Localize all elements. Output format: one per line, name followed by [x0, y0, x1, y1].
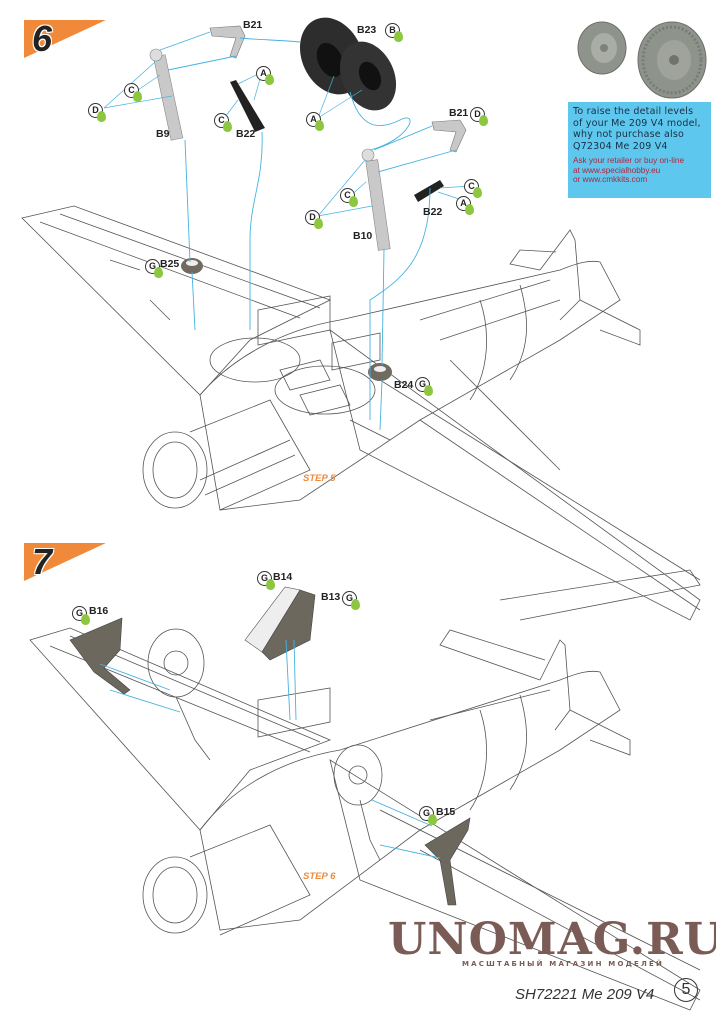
glue-drop-icon [266, 579, 275, 590]
guide-lines [99, 31, 457, 859]
upgrade-ad-box: To raise the detail levels of your Me 20… [568, 102, 711, 198]
glue-drop-icon [473, 187, 482, 198]
part-label-b21-right: B21 [449, 107, 469, 119]
part-label-b21-left: B21 [243, 19, 263, 31]
part-label-b25: B25 [160, 258, 180, 270]
left-wing-outline-step7 [29, 627, 332, 831]
watermark-subtitle: МАСШТАБНЫЙ МАГАЗИН МОДЕЛЕЙ [462, 960, 665, 968]
callout-g: G [72, 606, 94, 632]
ad-retail-line: Ask your retailer or buy on-line [573, 156, 685, 166]
step-flag-shape [24, 20, 106, 58]
part-b21-left [209, 25, 246, 59]
part-label-b22-right: B22 [423, 206, 443, 218]
glue-drop-icon [424, 385, 433, 396]
part-b21-right [431, 119, 467, 153]
part-b13 [261, 589, 316, 661]
paint-code: G [415, 377, 430, 392]
callout-a: A [306, 112, 328, 138]
glue-drop-icon [314, 218, 323, 229]
step-7-badge: 7 [24, 541, 124, 585]
callout-d: D [305, 210, 327, 236]
callout-d: D [88, 103, 110, 129]
step-number: 6 [32, 18, 53, 59]
right-wing-outline-step7 [329, 759, 701, 1011]
callout-g: G [415, 377, 437, 403]
glue-drop-icon [223, 121, 232, 132]
ad-main-text: To raise the detail levels of your Me 20… [573, 106, 701, 152]
fuselage-outline [199, 260, 621, 511]
glue-drop-icon [349, 196, 358, 207]
parts-step6 [149, 17, 467, 381]
glue-drop-icon [315, 120, 324, 131]
glue-drop-icon [394, 31, 403, 42]
part-b22-left [230, 80, 265, 132]
glue-drop-icon [465, 204, 474, 215]
part-label-b10: B10 [353, 230, 373, 242]
callout-c: C [464, 179, 486, 205]
engine-intake-step7 [142, 856, 208, 934]
callout-d: D [470, 107, 492, 133]
part-label-b16: B16 [89, 605, 109, 617]
part-b16 [69, 617, 131, 695]
step-caption: STEP 6 [303, 871, 336, 882]
callout-g: G [257, 571, 279, 597]
resin-wheels-image [577, 21, 707, 99]
watermark-title: UNOMAG.RU [388, 914, 716, 965]
ad-link-specialhobby[interactable]: at www.specialhobby.eu [573, 165, 661, 175]
callout-g: G [342, 591, 364, 617]
parts-step7 [69, 586, 471, 906]
callout-a: A [256, 66, 278, 92]
part-label-b9: B9 [156, 128, 170, 140]
callout-b: B [385, 23, 407, 49]
callout-g: G [145, 259, 167, 285]
glue-drop-icon [81, 614, 90, 625]
callout-c: C [124, 83, 146, 109]
tail-fin-step7 [539, 639, 571, 731]
step-flag-shape [24, 543, 106, 581]
step-6-badge: 6 [24, 18, 124, 62]
callout-g: G [419, 806, 441, 832]
step-number: 7 [32, 541, 53, 582]
glue-drop-icon [133, 91, 142, 102]
part-label-b22-left: B22 [236, 128, 256, 140]
fuselage-outline-step7 [199, 670, 621, 931]
kit-code: SH72221 Me 209 V4 [515, 986, 655, 1003]
tail-fin [539, 229, 581, 321]
ad-retail-text: Ask your retailer or buy on-line at www.… [573, 156, 706, 184]
ad-link-cmkkits[interactable]: or www.cmkkits.com [573, 175, 648, 185]
step-caption: STEP 5 [303, 473, 336, 484]
glue-drop-icon [479, 115, 488, 126]
part-label-b15: B15 [436, 806, 456, 818]
part-label-b14: B14 [273, 571, 293, 583]
callout-c: C [214, 113, 236, 139]
glue-drop-icon [265, 74, 274, 85]
right-wing-outline [329, 329, 701, 621]
glue-drop-icon [154, 267, 163, 278]
callout-a: A [456, 196, 478, 222]
part-b22-right [414, 180, 444, 202]
part-b15 [424, 817, 471, 906]
part-b10 [365, 159, 391, 251]
part-label-b13: B13 [321, 591, 341, 603]
left-wing-outline [21, 205, 332, 396]
glue-drop-icon [351, 599, 360, 610]
part-label-b23: B23 [357, 24, 377, 36]
engine-intake [142, 431, 208, 509]
glue-drop-icon [428, 814, 437, 825]
glue-drop-icon [97, 111, 106, 122]
callout-c: C [340, 188, 362, 214]
part-label-b24: B24 [394, 379, 414, 391]
page-number: 5 [674, 978, 698, 1002]
